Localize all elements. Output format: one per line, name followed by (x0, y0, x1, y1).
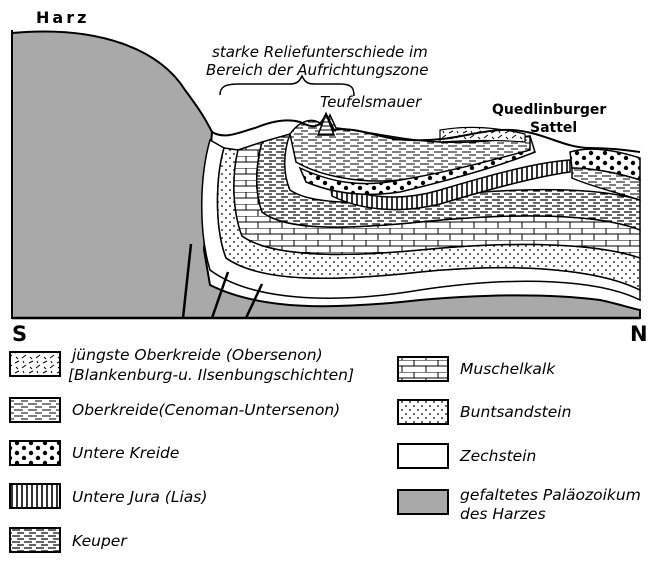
legend-swatch-palaeozoikum (398, 490, 448, 514)
sattel-label-line1: Quedlinburger (492, 102, 606, 118)
legend-swatch-juengste-oberkreide (10, 352, 60, 376)
teufelsmauer-label: Teufelsmauer (320, 94, 421, 110)
legend-label-palaeozoikum-line2: des Harzes (460, 505, 546, 523)
legend-swatch-buntsandstein (398, 400, 448, 424)
legend-swatch-oberkreide (10, 398, 60, 422)
legend-label-muschelkalk: Muschelkalk (460, 360, 555, 378)
legend-label-zechstein: Zechstein (460, 447, 536, 465)
legend-swatch-keuper (10, 528, 60, 552)
legend-label-juengste-line2: [Blankenburg-u. Ilsenbungschichten] (68, 366, 354, 384)
legend-swatch-untere-kreide (10, 441, 60, 465)
legend-swatch-zechstein (398, 444, 448, 468)
legend-label-oberkreide: Oberkreide(Cenoman-Untersenon) (72, 401, 340, 419)
legend-label-untere-jura: Untere Jura (Lias) (72, 488, 207, 506)
legend-label-juengste-line1: jüngste Oberkreide (Obersenon) (72, 346, 323, 364)
legend-label-palaeozoikum-line1: gefaltetes Paläozoikum (460, 486, 641, 504)
direction-north: N (630, 322, 648, 346)
legend-label-untere-kreide: Untere Kreide (72, 444, 179, 462)
legend-label-buntsandstein: Buntsandstein (460, 403, 571, 421)
direction-south: S (12, 322, 27, 346)
relief-annotation-line2: Bereich der Aufrichtungszone (206, 62, 428, 78)
legend-label-keuper: Keuper (72, 532, 127, 550)
harz-label: Harz (36, 8, 89, 27)
sattel-label-line2: Sattel (530, 120, 577, 136)
legend-swatch-untere-jura (10, 484, 60, 508)
relief-annotation-line1: starke Reliefunterschiede im (212, 44, 428, 60)
legend-swatch-muschelkalk (398, 357, 448, 381)
